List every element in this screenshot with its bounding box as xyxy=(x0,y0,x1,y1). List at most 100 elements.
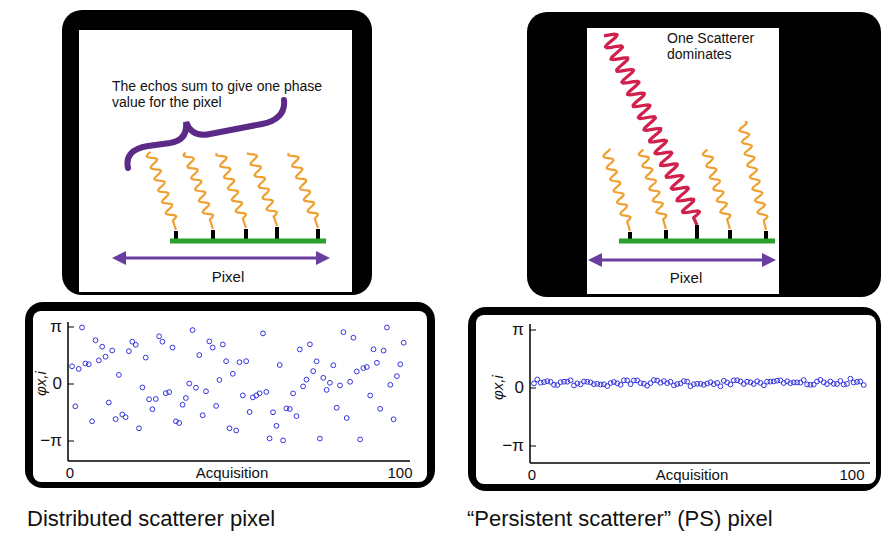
arrowhead xyxy=(588,253,602,267)
phase-point xyxy=(177,421,182,426)
arrowhead xyxy=(112,251,126,265)
phase-point xyxy=(227,426,232,431)
scatterer xyxy=(211,230,215,239)
echo-wave xyxy=(739,121,767,230)
phase-point xyxy=(331,363,336,368)
tick-label: 0 xyxy=(515,378,524,398)
phase-point xyxy=(758,381,763,386)
tick xyxy=(530,388,536,389)
phase-point xyxy=(103,354,108,359)
echo-wave xyxy=(703,150,731,229)
phase-point xyxy=(304,377,309,382)
phase-point xyxy=(381,348,386,353)
phase-point xyxy=(385,325,390,330)
phase-point xyxy=(257,391,262,396)
phase-point xyxy=(395,374,400,379)
illustration-panel: The echos sum to give one phase value fo… xyxy=(62,10,372,295)
phase-point xyxy=(264,390,269,395)
phase-point xyxy=(401,340,406,345)
phase-point xyxy=(150,407,155,412)
panel-frame xyxy=(62,10,372,295)
tick-label: −π xyxy=(502,436,524,456)
phase-point xyxy=(318,436,323,441)
phase-point xyxy=(301,384,306,389)
panel-frame xyxy=(25,302,435,488)
phase-point xyxy=(314,359,319,364)
phase-point xyxy=(80,325,85,330)
tick xyxy=(68,441,74,442)
phase-point xyxy=(271,410,276,415)
tick-label: 0 xyxy=(528,466,536,483)
phase-point xyxy=(220,342,225,347)
echo-wave xyxy=(604,149,631,231)
phase-point xyxy=(378,406,383,411)
phase-point xyxy=(140,385,145,390)
phase-point xyxy=(728,382,733,387)
phase-point xyxy=(207,339,212,344)
axis-title: Acquisition xyxy=(656,466,729,483)
scatterer xyxy=(764,231,768,239)
curly-bracket xyxy=(127,100,284,168)
phase-point xyxy=(133,342,138,347)
phase-point xyxy=(137,426,142,431)
phase-point xyxy=(153,397,158,402)
phase-point xyxy=(200,413,205,418)
pixel-label: Pixel xyxy=(212,268,245,285)
phase-point xyxy=(247,410,252,415)
phase-point xyxy=(368,393,373,398)
phase-point xyxy=(364,365,369,370)
phase-plot-panel: π0−πφx,i0Acquisition100 xyxy=(468,307,881,491)
axis-title: φx,i xyxy=(488,376,505,401)
phase-point xyxy=(147,397,152,402)
scatterer xyxy=(275,227,279,239)
phase-point xyxy=(93,338,98,343)
phase-point xyxy=(197,353,202,358)
phase-point xyxy=(106,400,111,405)
phase-point xyxy=(344,416,349,421)
axis-title: φx,i xyxy=(31,372,48,397)
phase-point xyxy=(143,355,148,360)
y-axis xyxy=(529,324,531,463)
annotation: One Scatterer dominates xyxy=(667,30,772,62)
phase-point xyxy=(845,382,850,387)
phase-point xyxy=(718,384,723,389)
tick-label: 100 xyxy=(387,464,412,481)
arrowhead xyxy=(762,253,776,267)
panel-caption: Distributed scatterer pixel xyxy=(27,506,275,532)
scatterer xyxy=(695,225,699,239)
phase-point xyxy=(685,379,690,384)
phase-point xyxy=(204,389,209,394)
phase-point xyxy=(190,328,195,333)
tick xyxy=(530,330,536,331)
phase-point xyxy=(645,383,650,388)
phase-point xyxy=(157,334,162,339)
phase-point xyxy=(123,415,128,420)
x-axis xyxy=(68,460,410,462)
phase-point xyxy=(240,393,245,398)
phase-point xyxy=(214,404,219,409)
phase-point xyxy=(575,381,580,386)
phase-point xyxy=(351,335,356,340)
phase-point xyxy=(801,378,806,383)
phase-point xyxy=(167,390,172,395)
phase-point xyxy=(334,405,339,410)
phase-point xyxy=(398,362,403,367)
tick xyxy=(68,384,74,385)
phase-point xyxy=(294,414,299,419)
phase-point xyxy=(110,348,115,353)
phase-point xyxy=(618,382,623,387)
phase-point xyxy=(788,381,793,386)
phase-point xyxy=(210,345,215,350)
panel-frame xyxy=(468,307,881,491)
phase-point xyxy=(267,436,272,441)
phase-point xyxy=(375,360,380,365)
phase-point xyxy=(281,438,286,443)
phase-point xyxy=(86,362,91,367)
phase-point xyxy=(230,371,235,376)
phase-point xyxy=(568,378,573,383)
phase-point xyxy=(126,349,131,354)
phase-point xyxy=(738,379,743,384)
illustration-panel: One Scatterer dominatesPixel xyxy=(527,12,881,297)
phase-point xyxy=(234,428,239,433)
phase-point xyxy=(194,385,199,390)
